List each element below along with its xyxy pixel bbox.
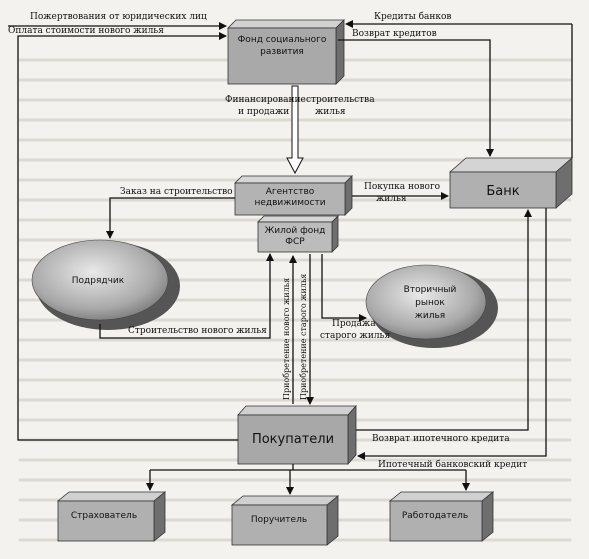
label-new-construction: Строительство нового жилья [128, 326, 267, 336]
secondary-line3: жилья [415, 311, 445, 321]
label-buy-new-2: жилья [376, 194, 407, 204]
housing-fund-line1: Жилой фонд [265, 226, 326, 236]
label-mortgage-return: Возврат ипотечного кредита [372, 434, 510, 444]
node-bank: Банк [448, 157, 574, 209]
node-social-fund: Фонд социального развития [227, 19, 345, 85]
edge-mortgage-credit [357, 208, 547, 460]
label-construction-1: строительства [306, 95, 375, 105]
guarantor-label: Поручитель [251, 515, 307, 525]
label-acq-new: Приобретение нового жилья [282, 278, 291, 400]
label-sale-old-1: Продажа [332, 319, 376, 329]
node-guarantor: Поручитель [230, 495, 340, 546]
social-fund-line2: развития [260, 47, 304, 57]
node-realty-agency: Агентство недвижимости [234, 175, 353, 216]
node-secondary-market: Вторичный рынок жилья [365, 264, 498, 348]
edge-mortgage-return [356, 209, 532, 431]
secondary-line1: Вторичный [404, 285, 457, 295]
node-insurer: Страхователь [56, 491, 167, 542]
label-acq-old: Приобретение старого жилья [299, 274, 308, 400]
realty-agency-line2: недвижимости [254, 198, 325, 208]
bank-label: Банк [486, 184, 519, 199]
label-credit-return: Возврат кредитов [352, 29, 437, 39]
label-bank-credits: Кредиты банков [374, 11, 452, 22]
secondary-line2: рынок [415, 298, 445, 308]
label-mortgage-credit: Ипотечный банковский кредит [378, 459, 527, 470]
node-buyers: Покупатели [237, 404, 357, 466]
edge-new-construction [99, 253, 274, 339]
label-financing-2: и продажи [238, 107, 289, 117]
node-contractor: Подрядчик [31, 239, 180, 330]
realty-agency-line1: Агентство [266, 187, 315, 197]
edge-sale-old [321, 254, 367, 322]
node-housing-fund: Жилой фонд ФСР [257, 215, 339, 253]
label-payment-new: Оплата стоимости нового жилья [8, 26, 164, 36]
housing-fund-line2: ФСР [285, 237, 305, 247]
label-financing-1: Финансирование [225, 95, 306, 105]
label-construction-2: жилья [315, 107, 346, 117]
node-employer: Работодатель [388, 491, 495, 542]
label-donations: Пожертвования от юридических лиц [30, 12, 207, 22]
insurer-label: Страхователь [71, 511, 137, 521]
edge-financing-arrow [286, 85, 304, 175]
edge-payment-new [17, 32, 238, 441]
label-construction-order: Заказ на строительство [120, 187, 233, 197]
buyers-label: Покупатели [252, 432, 334, 447]
contractor-label: Подрядчик [72, 276, 125, 286]
employer-label: Работодатель [402, 511, 468, 521]
label-sale-old-2: старого жилья [320, 331, 390, 341]
edge-construction-order [106, 197, 235, 239]
social-fund-line1: Фонд социального [238, 35, 327, 45]
label-buy-new-1: Покупка нового [364, 182, 440, 192]
edge-credit-return [338, 39, 494, 157]
